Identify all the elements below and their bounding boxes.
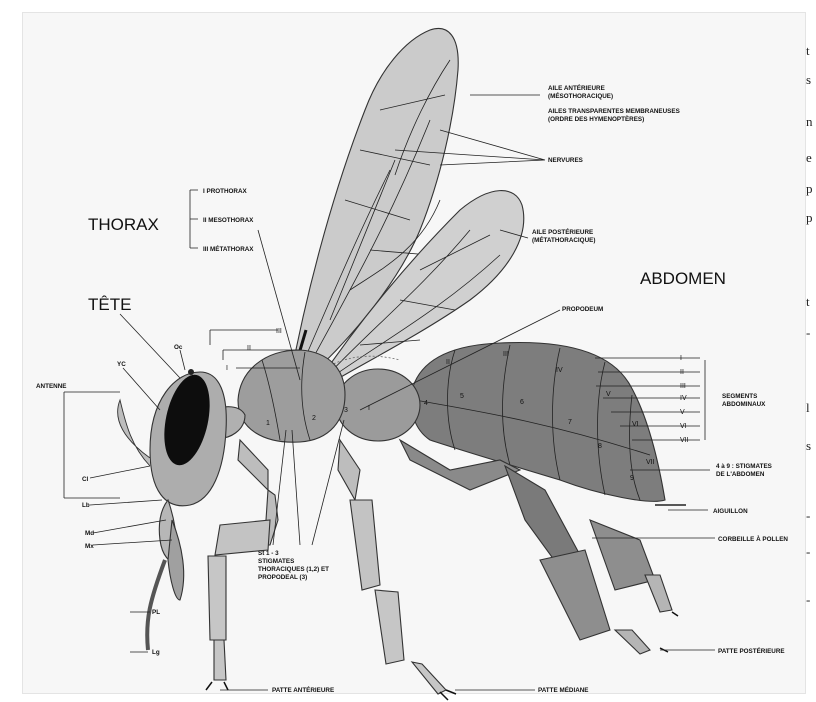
stigma-number: 3 xyxy=(344,407,348,414)
edge-letter: t xyxy=(806,43,810,58)
label-st-propodeal: PROPODEAL (3) xyxy=(258,574,307,581)
stigma-number: 1 xyxy=(266,420,270,427)
label-stigmates-abdomen: 4 à 9 : STIGMATES xyxy=(716,463,772,470)
propodeum-segment xyxy=(336,369,420,441)
label-mx: Mx xyxy=(85,543,94,550)
label-st-thoraciques: THORACIQUES (1,2) ET xyxy=(258,566,329,573)
label-lb: Lb xyxy=(82,502,90,509)
segment-numeral: I xyxy=(680,355,682,362)
stigma-number: 8 xyxy=(598,443,602,450)
label-pl: PL xyxy=(152,609,160,616)
label-st-range: St 1 - 3 xyxy=(258,550,279,557)
label-st-stigmates: STIGMATES xyxy=(258,558,294,565)
stigma-number: 6 xyxy=(520,399,524,406)
segment-numeral: III xyxy=(680,383,686,390)
region-tete: TÊTE xyxy=(88,295,131,314)
edge-letter: n xyxy=(806,114,813,129)
label-segments-sub: ABDOMINAUX xyxy=(722,401,766,408)
label-nervures: NERVURES xyxy=(548,157,583,164)
edge-letter: p xyxy=(806,210,813,225)
antenna xyxy=(118,400,150,466)
stigma-number: 5 xyxy=(460,393,464,400)
label-segments: SEGMENTS xyxy=(722,393,757,400)
label-prothorax: I PROTHORAX xyxy=(203,188,248,195)
mouthparts xyxy=(147,560,165,650)
segment-numeral: IV xyxy=(680,395,687,402)
label-oc: Oc xyxy=(174,344,183,351)
thorax-numeral: II xyxy=(247,345,251,352)
stigma-number: 9 xyxy=(630,475,634,482)
edge-letter: t xyxy=(806,294,810,309)
thorax-numeral: III xyxy=(276,328,282,335)
edge-letter: e xyxy=(806,150,812,165)
label-propodeum: PROPODEUM xyxy=(562,306,603,313)
label-patte-anterieure: PATTE ANTÉRIEURE xyxy=(272,685,334,694)
label-ailes-transparentes-sub: (ORDRE DES HYMENOPTÈRES) xyxy=(548,114,644,123)
region-thorax: THORAX xyxy=(88,215,159,234)
cropped-page-edge-text: t s n e p p t - l s - - - xyxy=(806,43,813,607)
middle-leg xyxy=(338,440,456,700)
abdomen-numeral: VI xyxy=(632,421,639,428)
label-aile-anterieure-sub: (MÉSOTHORACIQUE) xyxy=(548,91,613,100)
label-md: Md xyxy=(85,530,94,537)
label-aile-anterieure: AILE ANTÉRIEURE xyxy=(548,83,605,92)
label-patte-posterieure: PATTE POSTÉRIEURE xyxy=(718,646,785,655)
thorax xyxy=(238,350,345,442)
edge-letter: - xyxy=(806,325,810,340)
label-aiguillon: AIGUILLON xyxy=(713,508,748,515)
label-lg: Lg xyxy=(152,649,160,656)
edge-letter: - xyxy=(806,544,810,559)
edge-letter: - xyxy=(806,508,810,523)
label-mesothorax: II MESOTHORAX xyxy=(203,217,254,224)
label-stigmates-abdomen-sub: DE L'ABDOMEN xyxy=(716,471,765,478)
edge-letter: - xyxy=(806,592,810,607)
abdomen-numeral: IV xyxy=(556,367,563,374)
abdomen-numeral: V xyxy=(606,391,611,398)
stigma-number: 7 xyxy=(568,419,572,426)
abdomen-numeral: II xyxy=(446,359,450,366)
label-metathorax: III MÉTATHORAX xyxy=(203,244,254,253)
abdomen-numeral: VII xyxy=(646,459,655,466)
label-yc: YC xyxy=(117,361,126,368)
stigma-number: 2 xyxy=(312,415,316,422)
edge-letter: l xyxy=(806,400,810,415)
edge-letter: s xyxy=(806,72,811,87)
label-aile-posterieure: AILE POSTÉRIEURE xyxy=(532,227,593,236)
label-antenne: ANTENNE xyxy=(36,383,66,390)
abdomen-numeral: I xyxy=(368,405,370,412)
ocellus xyxy=(188,369,194,375)
label-ailes-transparentes: AILES TRANSPARENTES MEMBRANEUSES xyxy=(548,108,680,115)
segment-numeral: V xyxy=(680,409,685,416)
segment-numeral-ladder: I II III IV V VI VII xyxy=(680,355,689,444)
label-cl: Cl xyxy=(82,476,89,483)
segment-numeral: VI xyxy=(680,423,687,430)
edge-letter: s xyxy=(806,438,811,453)
region-abdomen: ABDOMEN xyxy=(640,269,726,288)
segment-numeral: VII xyxy=(680,437,689,444)
label-patte-mediane: PATTE MÉDIANE xyxy=(538,685,589,694)
label-aile-posterieure-sub: (MÉTATHORACIQUE) xyxy=(532,235,595,244)
segment-numeral: II xyxy=(680,369,684,376)
thorax-numeral: I xyxy=(226,365,228,372)
label-corbeille: CORBEILLE À POLLEN xyxy=(718,534,788,543)
edge-letter: p xyxy=(806,181,813,196)
abdomen-numeral: III xyxy=(503,351,509,358)
stigma-number: 4 xyxy=(424,400,428,407)
